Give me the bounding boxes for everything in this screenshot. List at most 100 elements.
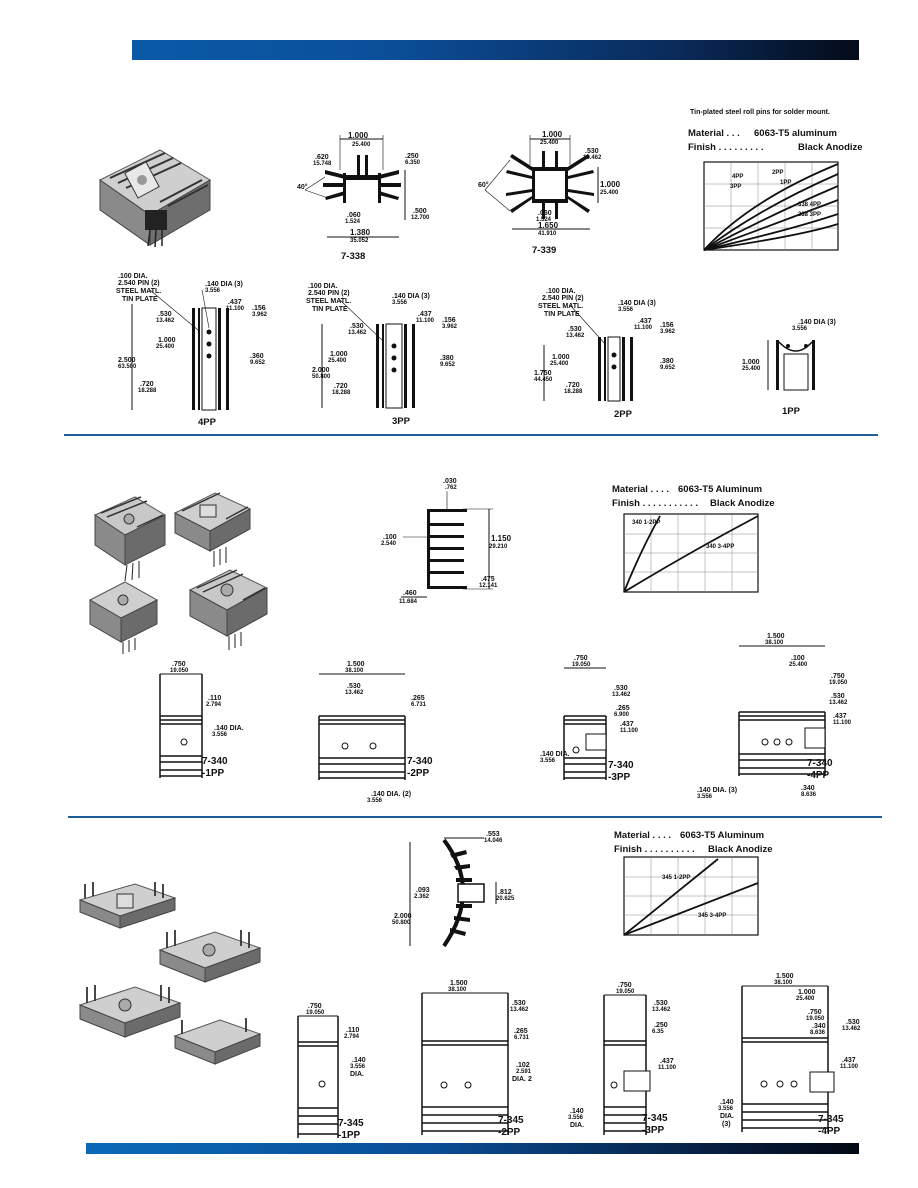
svg-text:.340: .340: [812, 1023, 826, 1030]
svg-text:6063-T5 Aluminum: 6063-T5 Aluminum: [680, 830, 764, 841]
svg-text:TIN PLATE: TIN PLATE: [312, 306, 348, 313]
svg-text:.437: .437: [418, 311, 432, 318]
svg-text:.812: .812: [498, 889, 512, 896]
section3-graph: 345 1-2PP 345 3-4PP: [623, 856, 759, 936]
svg-text:.750: .750: [618, 982, 632, 989]
profile-7-340: .030 .762 1.150 29.210 .100 2.540 .475 1…: [381, 478, 512, 605]
svg-text:9.652: 9.652: [660, 365, 676, 371]
svg-text:6.731: 6.731: [514, 1035, 530, 1041]
svg-text:.100 DIA.: .100 DIA.: [308, 283, 338, 290]
svg-text:345 1-2PP: 345 1-2PP: [662, 875, 690, 881]
svg-text:-1PP: -1PP: [338, 1130, 361, 1141]
svg-text:-4PP: -4PP: [818, 1126, 841, 1137]
svg-text:.720: .720: [566, 382, 580, 389]
svg-text:.437: .437: [833, 713, 847, 720]
footer-bar: [86, 1143, 859, 1154]
svg-text:.437: .437: [638, 318, 652, 325]
svg-text:.750: .750: [808, 1009, 822, 1016]
svg-text:1.000: 1.000: [742, 359, 760, 366]
svg-text:STEEL MATL.: STEEL MATL.: [538, 303, 583, 310]
svg-text:13.462: 13.462: [583, 155, 602, 161]
svg-text:19.050: 19.050: [170, 668, 189, 674]
svg-text:.140: .140: [720, 1099, 734, 1106]
svg-text:.156: .156: [442, 317, 456, 324]
svg-text:3.556: 3.556: [697, 794, 713, 800]
variant-4pp: .100 DIA. 2.540 PIN (2) STEEL MATL. TIN …: [116, 273, 268, 428]
svg-text:.530: .530: [512, 1000, 526, 1007]
svg-text:25.400: 25.400: [540, 140, 559, 146]
variant-2pp-name: 2PP: [614, 409, 633, 420]
svg-text:(3): (3): [722, 1121, 731, 1128]
svg-text:3.556: 3.556: [350, 1064, 366, 1070]
variant-1pp-name: 1PP: [782, 406, 801, 417]
svg-text:3.556: 3.556: [392, 300, 408, 306]
svg-text:.360: .360: [250, 353, 264, 360]
svg-text:11.100: 11.100: [833, 720, 852, 726]
svg-text:.140 DIA.: .140 DIA.: [214, 725, 244, 732]
svg-text:.340: .340: [801, 785, 815, 792]
svg-text:12.141: 12.141: [479, 583, 498, 589]
svg-text:1.500: 1.500: [767, 633, 785, 640]
svg-text:2.540: 2.540: [381, 541, 397, 547]
svg-text:.750: .750: [831, 673, 845, 680]
svg-text:1.650: 1.650: [538, 221, 559, 230]
variant-7-340-1pp: .750 19.050 .110 2.794 .140 DIA. 3.556 7…: [159, 661, 244, 779]
svg-text:13.462: 13.462: [156, 318, 175, 324]
svg-text:2.000: 2.000: [394, 913, 412, 920]
svg-text:3.556: 3.556: [212, 732, 228, 738]
svg-text:6.900: 6.900: [614, 712, 630, 718]
svg-text:3.556: 3.556: [792, 326, 808, 332]
svg-text:19.050: 19.050: [806, 1016, 825, 1022]
section3-spec: Material . . . . 6063-T5 Aluminum Finish…: [614, 830, 773, 855]
svg-text:STEEL MATL.: STEEL MATL.: [116, 288, 161, 295]
svg-text:2.591: 2.591: [516, 1069, 532, 1075]
svg-text:40°: 40°: [297, 183, 308, 191]
svg-text:25.400: 25.400: [328, 358, 347, 364]
svg-text:12.700: 12.700: [411, 215, 430, 221]
svg-text:.250: .250: [654, 1022, 668, 1029]
svg-text:13.462: 13.462: [652, 1007, 671, 1013]
svg-text:25.400: 25.400: [789, 662, 808, 668]
svg-text:Black Anodize: Black Anodize: [798, 142, 863, 153]
svg-text:.475: .475: [481, 576, 495, 583]
svg-text:7-345: 7-345: [642, 1113, 668, 1124]
svg-text:.030: .030: [443, 478, 457, 485]
svg-text:.140 DIA (3): .140 DIA (3): [392, 293, 430, 300]
svg-text:6063-T5 aluminum: 6063-T5 aluminum: [754, 128, 837, 139]
svg-text:.437: .437: [660, 1058, 674, 1065]
svg-text:38.100: 38.100: [765, 640, 784, 646]
svg-text:1PP: 1PP: [780, 180, 791, 186]
svg-text:.530: .530: [846, 1019, 860, 1026]
svg-text:Material . . . .: Material . . . .: [614, 830, 671, 841]
svg-text:.620: .620: [315, 154, 329, 161]
svg-text:3.556: 3.556: [205, 288, 221, 294]
svg-text:11.684: 11.684: [399, 599, 418, 605]
svg-text:.060: .060: [347, 212, 361, 219]
svg-text:.437: .437: [228, 299, 242, 306]
svg-text:3.556: 3.556: [568, 1115, 584, 1121]
svg-text:25.400: 25.400: [550, 361, 569, 367]
svg-text:.500: .500: [413, 208, 427, 215]
svg-text:7-340: 7-340: [608, 760, 634, 771]
svg-text:1.000: 1.000: [600, 180, 621, 189]
svg-text:18.288: 18.288: [332, 390, 351, 396]
heatsink-photo-2: [88, 492, 269, 654]
svg-text:.140 DIA.: .140 DIA.: [540, 751, 570, 758]
svg-text:38.100: 38.100: [345, 668, 364, 674]
svg-text:.750: .750: [574, 655, 588, 662]
variant-2pp: .100 DIA. 2.540 PIN (2) STEEL MATL. TIN …: [534, 288, 676, 420]
svg-text:1.380: 1.380: [350, 228, 371, 237]
svg-text:.140 DIA (3): .140 DIA (3): [205, 281, 243, 288]
svg-text:.530: .530: [568, 326, 582, 333]
svg-text:25.400: 25.400: [352, 142, 371, 148]
svg-text:7-340: 7-340: [202, 756, 228, 767]
header-bar: [132, 40, 859, 60]
svg-text:1.000: 1.000: [552, 354, 570, 361]
svg-text:13.462: 13.462: [510, 1007, 529, 1013]
svg-text:19.050: 19.050: [829, 680, 848, 686]
svg-text:19.050: 19.050: [616, 989, 635, 995]
svg-text:.140 DIA (3): .140 DIA (3): [798, 319, 836, 326]
svg-text:29.210: 29.210: [489, 544, 508, 550]
svg-text:Black Anodize: Black Anodize: [710, 498, 775, 509]
svg-text:.530: .530: [350, 323, 364, 330]
